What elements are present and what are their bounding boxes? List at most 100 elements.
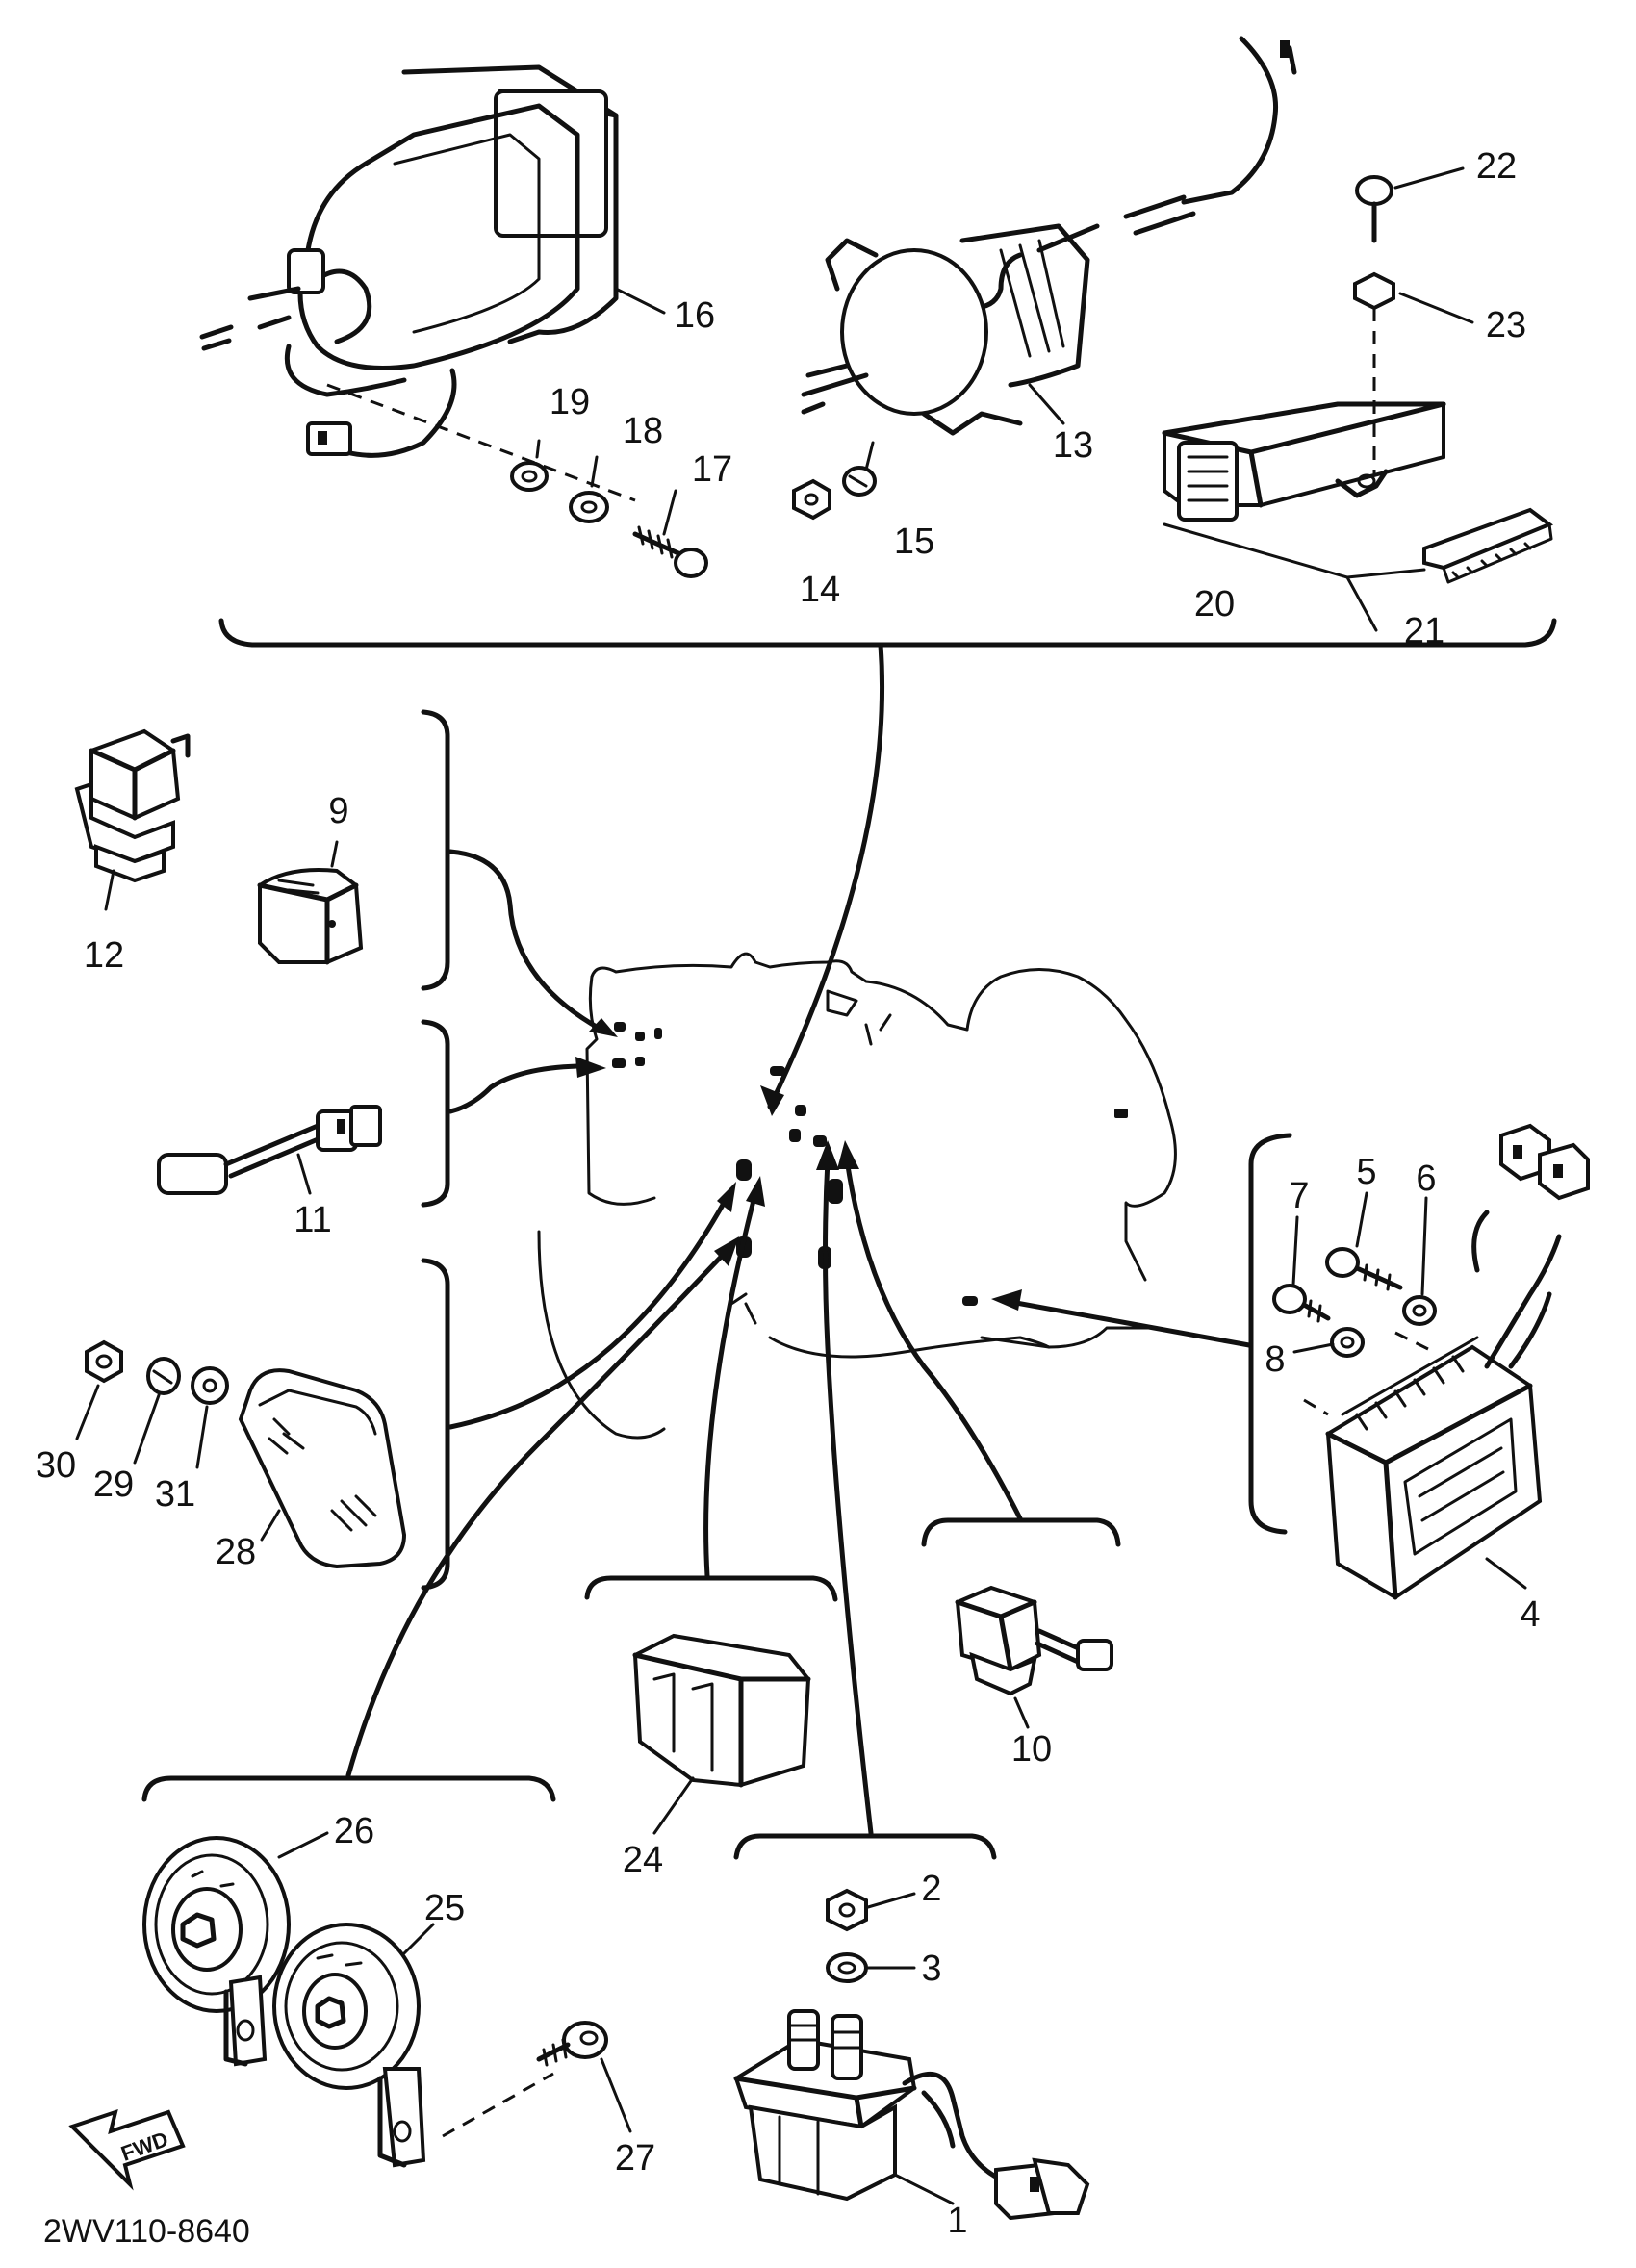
top-group-arrowhead bbox=[760, 1085, 784, 1116]
relay-10 bbox=[955, 1585, 1113, 1696]
part-30-leader bbox=[75, 1384, 100, 1440]
part-10-leader bbox=[1013, 1696, 1030, 1729]
clip-15 bbox=[842, 466, 877, 497]
callout-14: 14 bbox=[800, 570, 840, 610]
callout-24: 24 bbox=[623, 1840, 663, 1880]
part-22-leader bbox=[1393, 166, 1465, 190]
callout-1: 1 bbox=[947, 2201, 967, 2241]
callout-3: 3 bbox=[921, 1949, 941, 1989]
flasher-relay-24 bbox=[632, 1633, 811, 1788]
arrow-4-8 bbox=[991, 1289, 1022, 1311]
part-27-dashline bbox=[442, 2072, 554, 2138]
part-8-leader bbox=[1292, 1342, 1335, 1354]
starter-relay-1 bbox=[733, 2009, 1090, 2221]
leader-9-12 bbox=[447, 849, 604, 1032]
relay-9 bbox=[257, 868, 364, 965]
part-26-leader bbox=[277, 1831, 329, 1859]
callout-23: 23 bbox=[1486, 305, 1526, 345]
regulator-4 bbox=[1325, 1123, 1590, 1600]
part-6-leader bbox=[1420, 1196, 1428, 1296]
frame-outline bbox=[537, 952, 1177, 1440]
part-29-leader bbox=[133, 1393, 161, 1465]
part-5-leader bbox=[1355, 1191, 1368, 1248]
callout-6: 6 bbox=[1416, 1159, 1436, 1199]
relay-12 bbox=[74, 728, 191, 883]
part-2-leader bbox=[866, 1892, 916, 1909]
reflector-28 bbox=[238, 1368, 407, 1569]
part-4-leader bbox=[1485, 1557, 1527, 1590]
horn-26 bbox=[142, 1836, 291, 2067]
leader-4-8 bbox=[1003, 1298, 1252, 1348]
part-28-leader bbox=[260, 1509, 281, 1542]
part-11-leader bbox=[296, 1153, 312, 1195]
part-4-dashline bbox=[1303, 1398, 1329, 1416]
top-group-bracket bbox=[218, 618, 1557, 648]
bolt-22 bbox=[1355, 175, 1393, 243]
callout-26: 26 bbox=[334, 1811, 374, 1851]
bracket-11 bbox=[421, 1019, 450, 1208]
callout-25: 25 bbox=[424, 1888, 465, 1928]
bracket-28-31 bbox=[421, 1258, 450, 1591]
part-19-leader bbox=[535, 439, 541, 459]
part-6-dashline bbox=[1394, 1331, 1435, 1354]
bracket-9-12 bbox=[421, 709, 450, 991]
callout-8: 8 bbox=[1265, 1339, 1285, 1380]
fwd-arrow-icon: FWD bbox=[68, 2108, 186, 2191]
washer-19 bbox=[510, 461, 549, 492]
part-1-leader bbox=[893, 2173, 955, 2205]
nut-14 bbox=[792, 478, 831, 521]
part-17-leader bbox=[662, 489, 677, 536]
part-19-18-17-dashline bbox=[326, 383, 636, 502]
callout-5: 5 bbox=[1356, 1152, 1376, 1192]
bolt-7 bbox=[1272, 1284, 1331, 1323]
leader-25-27 bbox=[345, 1248, 729, 1778]
frame-connector-dots bbox=[612, 1022, 978, 1306]
callout-19: 19 bbox=[550, 382, 590, 422]
washer-8 bbox=[1330, 1327, 1365, 1358]
arrow-11 bbox=[575, 1057, 606, 1078]
part-16-leader bbox=[614, 287, 666, 315]
part-31-leader bbox=[195, 1405, 209, 1469]
bracket-24 bbox=[584, 1575, 838, 1602]
part-12-leader bbox=[104, 869, 115, 911]
bracket-10 bbox=[921, 1517, 1121, 1547]
part-20-21-leader bbox=[1163, 522, 1426, 632]
callout-31: 31 bbox=[155, 1474, 195, 1515]
washer-6 bbox=[1402, 1295, 1437, 1326]
sensor-harness-11 bbox=[157, 1105, 382, 1195]
bracket-25-27 bbox=[141, 1775, 556, 1802]
callout-15: 15 bbox=[894, 522, 934, 562]
callout-21: 21 bbox=[1404, 611, 1444, 651]
callout-9: 9 bbox=[328, 791, 348, 831]
leader-24 bbox=[703, 1190, 758, 1579]
callout-7: 7 bbox=[1289, 1176, 1309, 1216]
callout-20: 20 bbox=[1194, 584, 1235, 624]
bolt-27 bbox=[536, 2021, 608, 2067]
arrow-9-12 bbox=[589, 1018, 618, 1037]
leader-1-3 bbox=[823, 1157, 874, 1836]
part-9-leader bbox=[330, 840, 339, 868]
part-15-leader bbox=[864, 441, 875, 471]
bolt-17 bbox=[632, 525, 708, 578]
callout-22: 22 bbox=[1476, 146, 1517, 187]
callout-29: 29 bbox=[93, 1465, 134, 1505]
callout-27: 27 bbox=[615, 2138, 655, 2179]
callout-30: 30 bbox=[36, 1445, 76, 1486]
arrow-10 bbox=[837, 1140, 859, 1169]
callout-13: 13 bbox=[1053, 425, 1093, 466]
part-24-leader bbox=[652, 1776, 695, 1835]
nut-23 bbox=[1353, 271, 1395, 311]
leader-10 bbox=[844, 1157, 1023, 1521]
horn-25 bbox=[272, 1923, 426, 2168]
arrow-25-27 bbox=[714, 1236, 739, 1266]
callout-4: 4 bbox=[1520, 1594, 1540, 1635]
washer-29 bbox=[146, 1357, 181, 1395]
callout-10: 10 bbox=[1011, 1729, 1052, 1770]
part-18-leader bbox=[590, 455, 599, 488]
leader-11 bbox=[447, 1063, 580, 1114]
arrow-28-31 bbox=[717, 1182, 736, 1212]
drawing-code: 2WV110-8640 bbox=[43, 2213, 250, 2250]
part-23-leader bbox=[1398, 292, 1474, 324]
leader-28-31 bbox=[447, 1195, 729, 1430]
